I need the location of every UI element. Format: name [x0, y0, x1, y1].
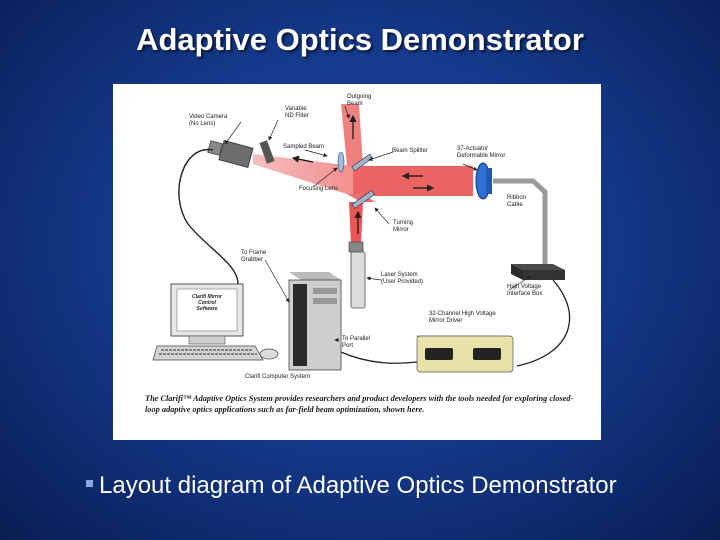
- beam-splitter-icon: [351, 153, 374, 172]
- label-deformable-mirror: 37-Actuator Deformable Mirror: [457, 146, 506, 159]
- label-focusing-lens: Focusing Lens: [299, 186, 339, 192]
- laser-system-icon: [348, 241, 366, 309]
- bullet-text: Layout diagram of Adaptive Optics Demons…: [99, 472, 617, 499]
- mirror-driver-icon: [416, 335, 514, 373]
- label-to-parallel-port: To Parallel Port: [342, 336, 371, 349]
- mouse-icon: [259, 348, 279, 360]
- monitor-screen-text: Clarifi Mirror Control Software: [191, 294, 222, 312]
- video-camera-icon: [207, 139, 254, 169]
- callout-lines: [224, 105, 532, 343]
- label-beam-splitter: Beam Splitter: [392, 148, 429, 154]
- label-turning-mirror: Turning Mirror: [393, 220, 414, 233]
- optics-layout-diagram: Video Camera (No Lens) Variable ND Filte…: [113, 84, 601, 440]
- outgoing-beam-path: [341, 104, 363, 166]
- diagram-drawing: [152, 104, 571, 373]
- computer-tower-icon: [288, 272, 342, 371]
- optical-elements: [259, 140, 492, 209]
- diagram-caption: The Clarifi™ Adaptive Optics System prov…: [145, 394, 574, 414]
- laser-input-beam: [349, 202, 363, 244]
- label-laser-system: Laser System (User Provided): [381, 272, 424, 285]
- driver-cable: [516, 279, 571, 367]
- label-computer-system: Clarifi Computer System: [245, 374, 311, 380]
- label-video-camera: Video Camera (No Lens): [189, 114, 228, 127]
- main-beam-path: [353, 166, 473, 196]
- keyboard-icon: [152, 345, 264, 361]
- laser-beams: [253, 104, 473, 244]
- label-sampled-beam: Sampled Beam: [283, 144, 325, 150]
- parallel-port-cable: [340, 351, 418, 364]
- nd-filter-icon: [259, 140, 275, 164]
- bullet-item: Layout diagram of Adaptive Optics Demons…: [86, 470, 686, 502]
- label-high-voltage-box: High Voltage Interface Box: [507, 284, 543, 297]
- turning-mirror-icon: [351, 190, 375, 209]
- camera-cable: [178, 148, 239, 285]
- deformable-mirror-mount: [486, 168, 492, 194]
- label-mirror-driver: 32-Channel High Voltage Mirror Driver: [429, 311, 496, 324]
- label-variable-nd-filter: Variable ND Filter: [285, 106, 309, 119]
- label-to-frame-grabber: To Frame Grabber: [241, 250, 267, 263]
- focusing-lens-icon: [337, 151, 345, 173]
- computer-monitor-icon: [170, 283, 244, 345]
- label-outgoing-beam: Outgoing Beam: [347, 94, 372, 107]
- slide-title: Adaptive Optics Demonstrator: [136, 22, 584, 57]
- ribbon-cable-icon: [493, 178, 548, 266]
- square-bullet-icon: [86, 480, 93, 488]
- beam-direction-arrows: [291, 114, 435, 234]
- hv-interface-box-icon: [511, 264, 565, 280]
- label-ribbon-cable: Ribbon Cable: [507, 195, 527, 208]
